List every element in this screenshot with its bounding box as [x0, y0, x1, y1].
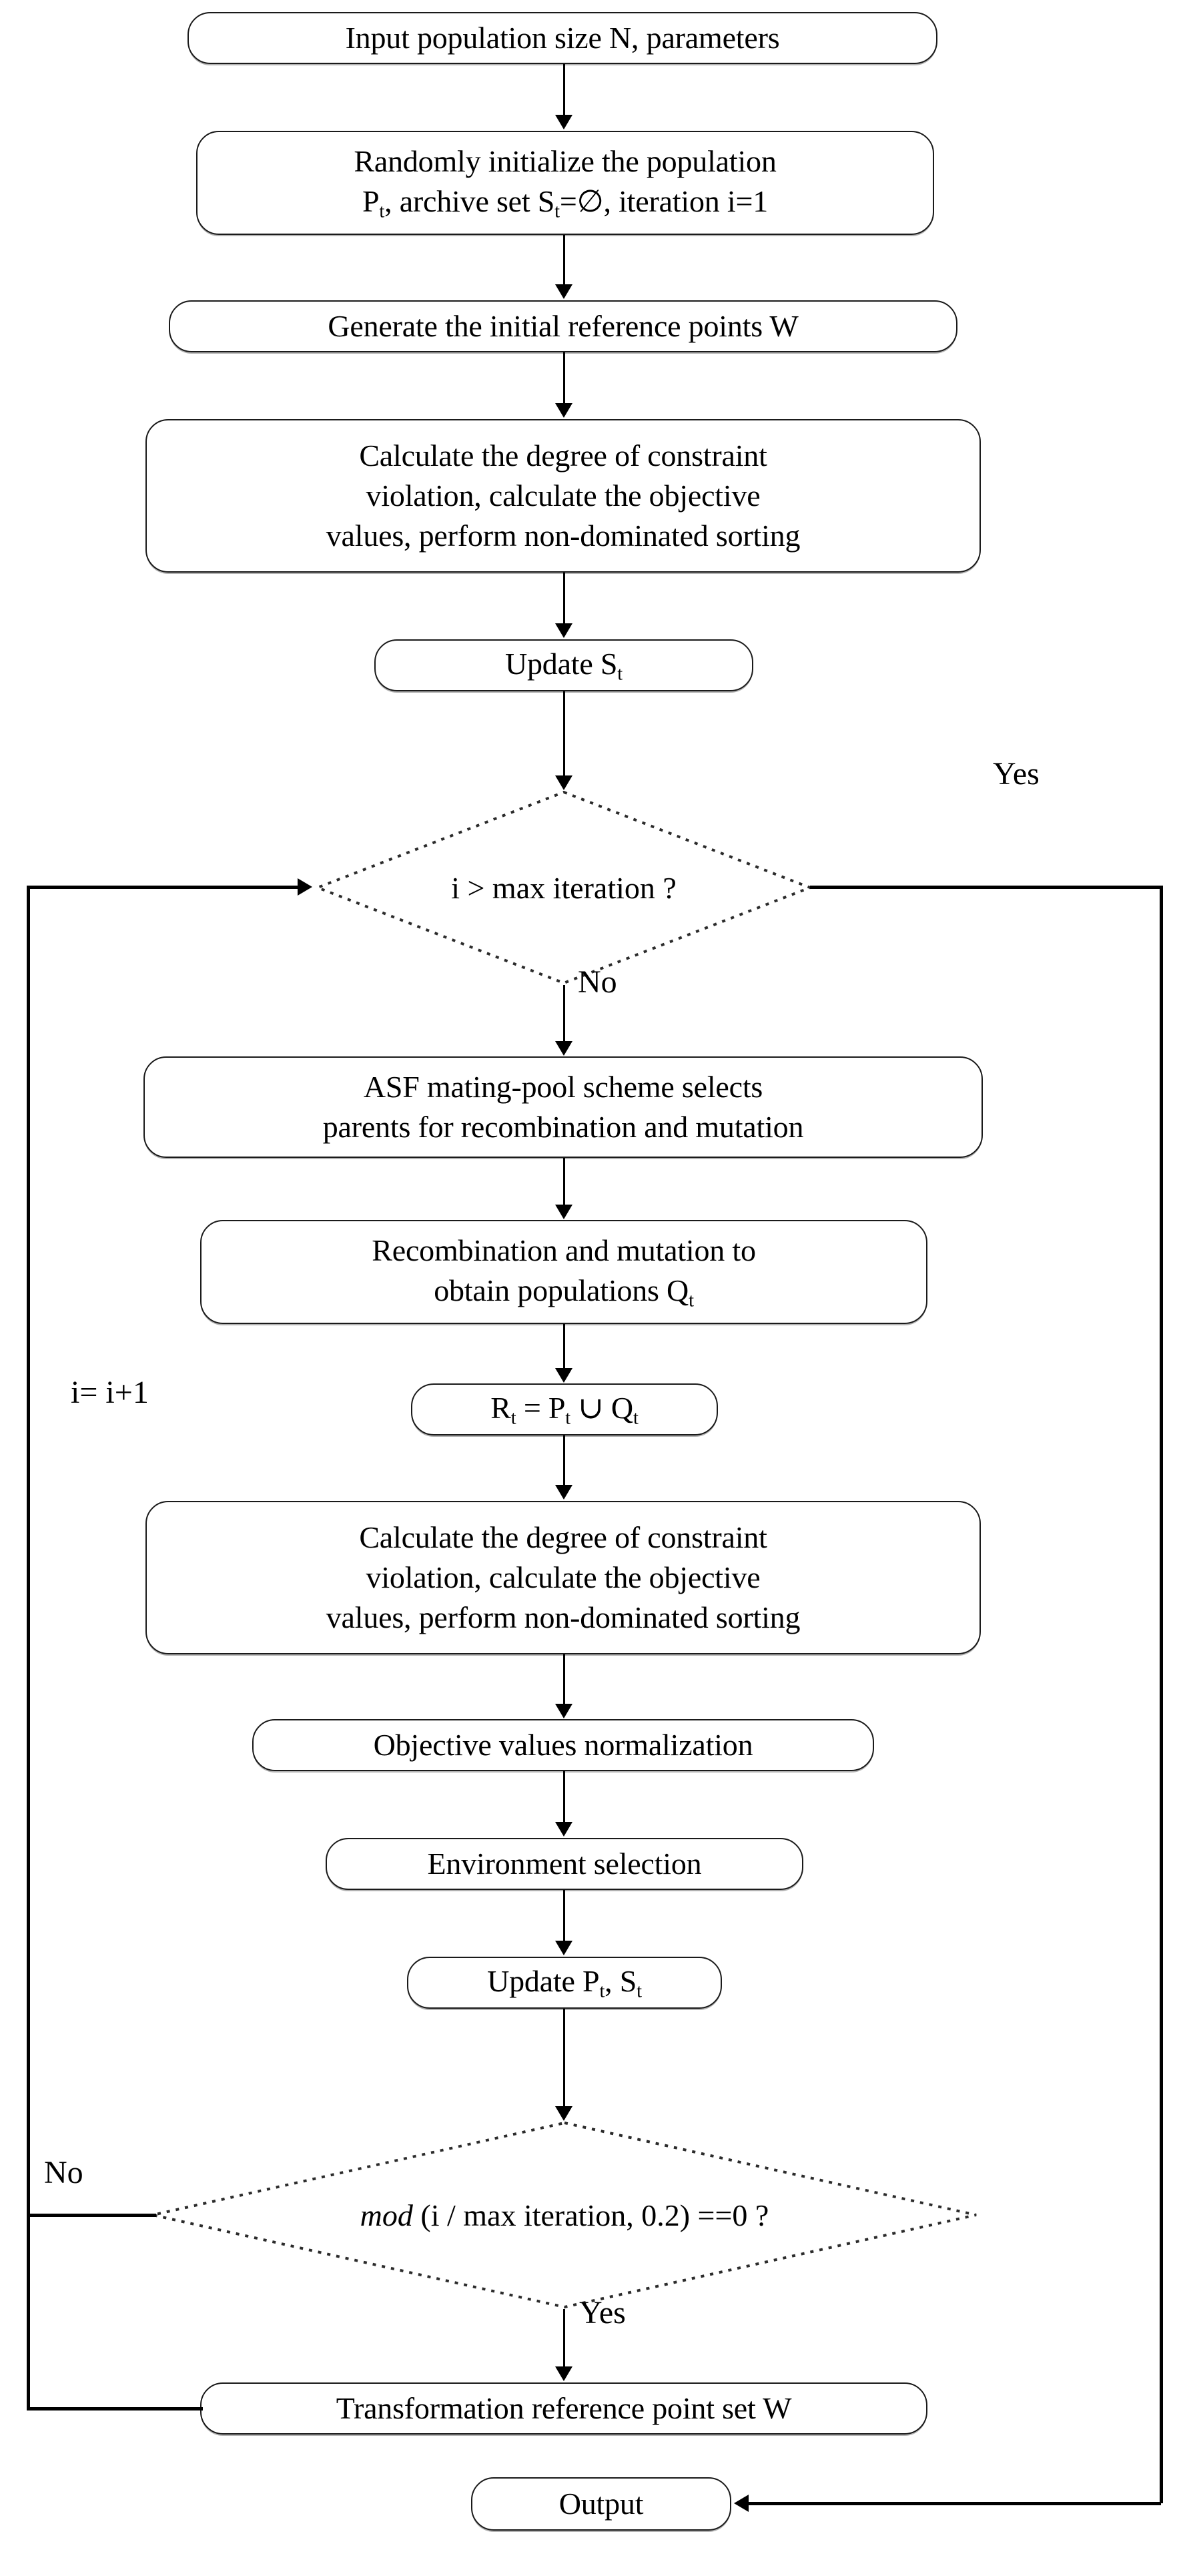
- arrowhead-right: [298, 878, 312, 896]
- node-decision-mod-label: mod (i / max iteration, 0.2) ==0 ?: [360, 2198, 769, 2232]
- arrowhead-down: [555, 115, 572, 129]
- node-output[interactable]: Output: [471, 2477, 731, 2531]
- edge-envselect-to-updateptst: [563, 1890, 565, 1942]
- edge-init-to-genref: [563, 235, 565, 286]
- edge-input-to-init: [563, 64, 565, 116]
- edge-calc1-to-updatest: [563, 573, 565, 625]
- edge-label-no-top: No: [578, 964, 617, 1000]
- edge-loopback-horizontal-top: [27, 886, 300, 889]
- arrowhead-down: [555, 1205, 572, 1219]
- arrowhead-down: [555, 1368, 572, 1383]
- edge-label-no-bottom: No: [44, 2155, 83, 2190]
- edge-left-rail-up: [27, 886, 30, 2408]
- node-update-pt-st[interactable]: Update Pt, St: [407, 1957, 722, 2009]
- arrowhead-down: [555, 623, 572, 638]
- edge-decision1-no-vertical: [563, 985, 565, 1046]
- arrowhead-down: [555, 403, 572, 418]
- arrowhead-down: [555, 1941, 572, 1955]
- node-generate-reference-points[interactable]: Generate the initial reference points W: [169, 300, 957, 352]
- edge-genref-to-calc1: [563, 352, 565, 404]
- edge-label-yes-top: Yes: [993, 756, 1040, 791]
- node-objective-normalization-label: Objective values normalization: [373, 1728, 753, 1762]
- diamond-outline: [316, 790, 812, 985]
- node-transformation-reference-points-label: Transformation reference point set W: [336, 2391, 792, 2426]
- arrowhead-down: [555, 2106, 572, 2121]
- node-union-rt[interactable]: Rt = Pt ∪ Qt: [411, 1383, 718, 1435]
- edge-updatest-to-decision1: [563, 691, 565, 778]
- arrowhead-down: [555, 775, 572, 790]
- node-union-rt-label: Rt = Pt ∪ Qt: [490, 1391, 639, 1429]
- edge-decision1-yes-horizontal: [810, 886, 1162, 889]
- arrowhead-down: [555, 1704, 572, 1718]
- node-input-label: Input population size N, parameters: [345, 21, 780, 55]
- arrowhead-down: [555, 284, 572, 299]
- edge-label-increment: i= i+1: [71, 1375, 149, 1410]
- node-update-st-label: Update St: [504, 647, 623, 685]
- node-output-label: Output: [558, 2487, 644, 2521]
- edge-recomb-to-union: [563, 1324, 565, 1369]
- node-decision-max-iteration-label: i > max iteration ?: [451, 870, 677, 905]
- arrowhead-down: [555, 1485, 572, 1500]
- node-transformation-reference-points[interactable]: Transformation reference point set W: [200, 2382, 927, 2435]
- node-update-pt-st-label: Update Pt, St: [487, 1964, 642, 2002]
- edge-loopback-horizontal-bottom: [27, 2407, 203, 2410]
- edge-label-yes-bottom: Yes: [579, 2295, 626, 2330]
- edge-right-rail-to-output: [749, 2502, 1161, 2505]
- node-input[interactable]: Input population size N, parameters: [187, 12, 937, 64]
- node-environment-selection[interactable]: Environment selection: [326, 1838, 803, 1890]
- edge-normalize-to-envselect: [563, 1771, 565, 1823]
- node-generate-reference-points-label: Generate the initial reference points W: [328, 309, 799, 344]
- edge-decision2-no-horizontal: [27, 2214, 156, 2217]
- node-environment-selection-label: Environment selection: [427, 1847, 702, 1881]
- node-decision-max-iteration[interactable]: i > max iteration ?: [316, 790, 812, 985]
- arrowhead-down: [555, 1822, 572, 1837]
- edge-union-to-calc2: [563, 1435, 565, 1486]
- arrowhead-left: [734, 2495, 749, 2512]
- node-objective-normalization[interactable]: Objective values normalization: [252, 1719, 874, 1771]
- arrowhead-down: [555, 1041, 572, 1056]
- node-update-st[interactable]: Update St: [374, 639, 753, 691]
- edge-calc2-to-normalize: [563, 1654, 565, 1705]
- edge-updateptst-to-decision2: [563, 2009, 565, 2109]
- diamond-outline: [152, 2121, 977, 2309]
- edge-asf-to-recomb: [563, 1158, 565, 1206]
- edge-right-rail-down: [1160, 886, 1163, 2503]
- node-decision-mod[interactable]: mod (i / max iteration, 0.2) ==0 ?: [151, 2121, 978, 2309]
- edge-decision2-yes-vertical: [563, 2309, 565, 2372]
- arrowhead-down: [555, 2366, 572, 2381]
